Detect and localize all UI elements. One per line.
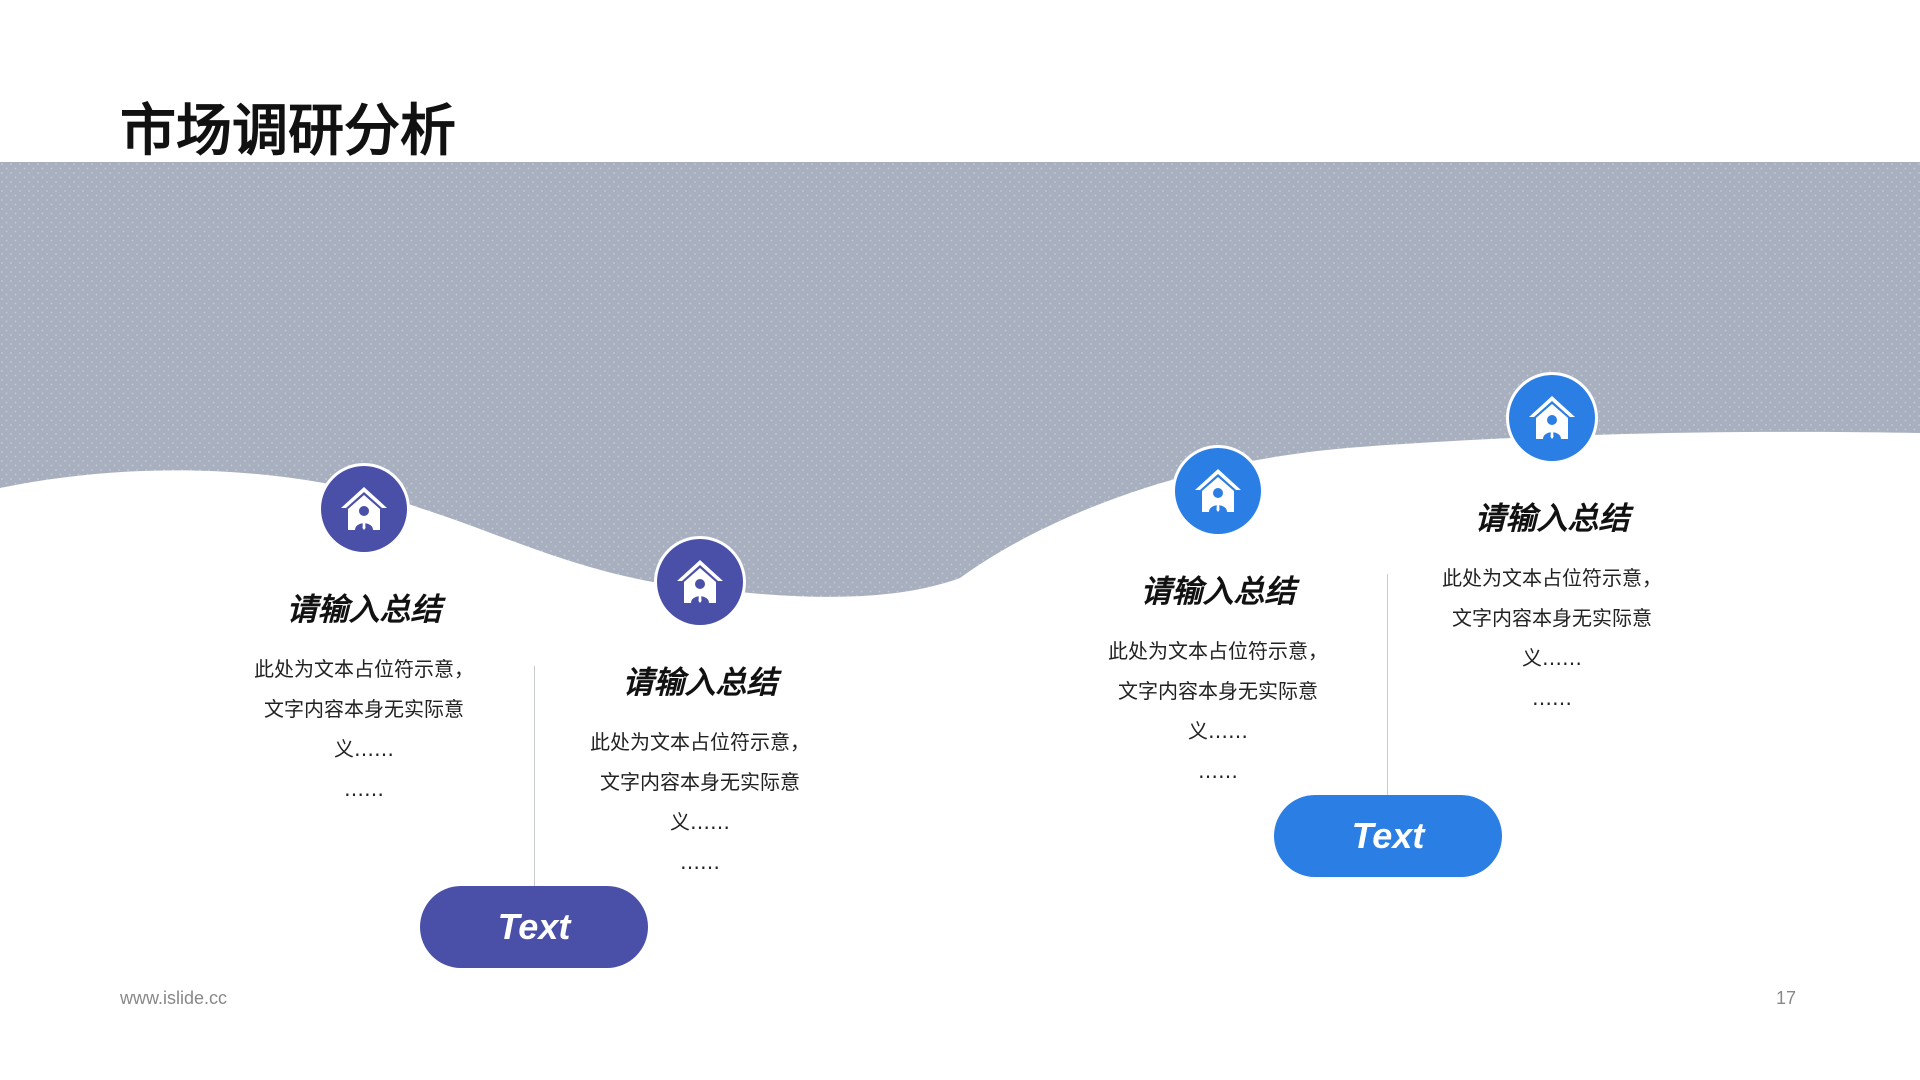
connector-line-2 [1387, 574, 1388, 796]
item-4-heading: 请输入总结 [1474, 501, 1630, 537]
item-3-description: 此处为文本占位符示意， 文字内容本身无实际意 义…… …… [1098, 631, 1338, 791]
item-3-heading: 请输入总结 [1140, 574, 1296, 610]
item-2-heading: 请输入总结 [622, 665, 778, 701]
item-4-line-3: 义…… [1522, 646, 1582, 670]
footer-url[interactable]: www.islide.cc [120, 988, 228, 1008]
item-3-icon-circle [1172, 445, 1264, 537]
item-2-line-3: 义…… [670, 810, 730, 834]
item-4-line-1: 此处为文本占位符示意， [1442, 566, 1662, 590]
page-title: 市场调研分析 [120, 99, 456, 164]
dotted-band [0, 162, 1920, 597]
item-1-line-1: 此处为文本占位符示意， [254, 657, 474, 681]
house-person-icon [677, 560, 723, 603]
item-1-icon-circle [318, 463, 410, 555]
item-3-line-4: …… [1198, 759, 1238, 783]
house-person-icon [1195, 469, 1241, 512]
item-2-line-1: 此处为文本占位符示意， [590, 730, 810, 754]
item-4-line-2: 文字内容本身无实际意 [1452, 606, 1652, 630]
item-2-line-2: 文字内容本身无实际意 [600, 770, 800, 794]
text-button-purple[interactable]: Text [420, 886, 648, 968]
item-1-line-4: …… [344, 777, 384, 801]
connector-line-1 [534, 666, 535, 886]
item-3-line-3: 义…… [1188, 719, 1248, 743]
item-4-icon-circle [1506, 372, 1598, 464]
item-1-line-2: 文字内容本身无实际意 [264, 697, 464, 721]
item-2-icon-circle [654, 536, 746, 628]
item-2-line-4: …… [680, 850, 720, 874]
item-2-description: 此处为文本占位符示意， 文字内容本身无实际意 义…… …… [580, 722, 820, 882]
item-3-line-1: 此处为文本占位符示意， [1108, 639, 1328, 663]
item-4-description: 此处为文本占位符示意， 文字内容本身无实际意 义…… …… [1432, 558, 1672, 718]
item-1-heading: 请输入总结 [286, 592, 442, 628]
page-number: 17 [1776, 988, 1797, 1008]
item-4-line-4: …… [1532, 686, 1572, 710]
house-person-icon [341, 487, 387, 530]
item-3-line-2: 文字内容本身无实际意 [1118, 679, 1318, 703]
house-person-icon [1529, 396, 1575, 439]
item-1-description: 此处为文本占位符示意， 文字内容本身无实际意 义…… …… [244, 649, 484, 809]
item-1-line-3: 义…… [334, 737, 394, 761]
text-button-blue[interactable]: Text [1274, 795, 1502, 877]
